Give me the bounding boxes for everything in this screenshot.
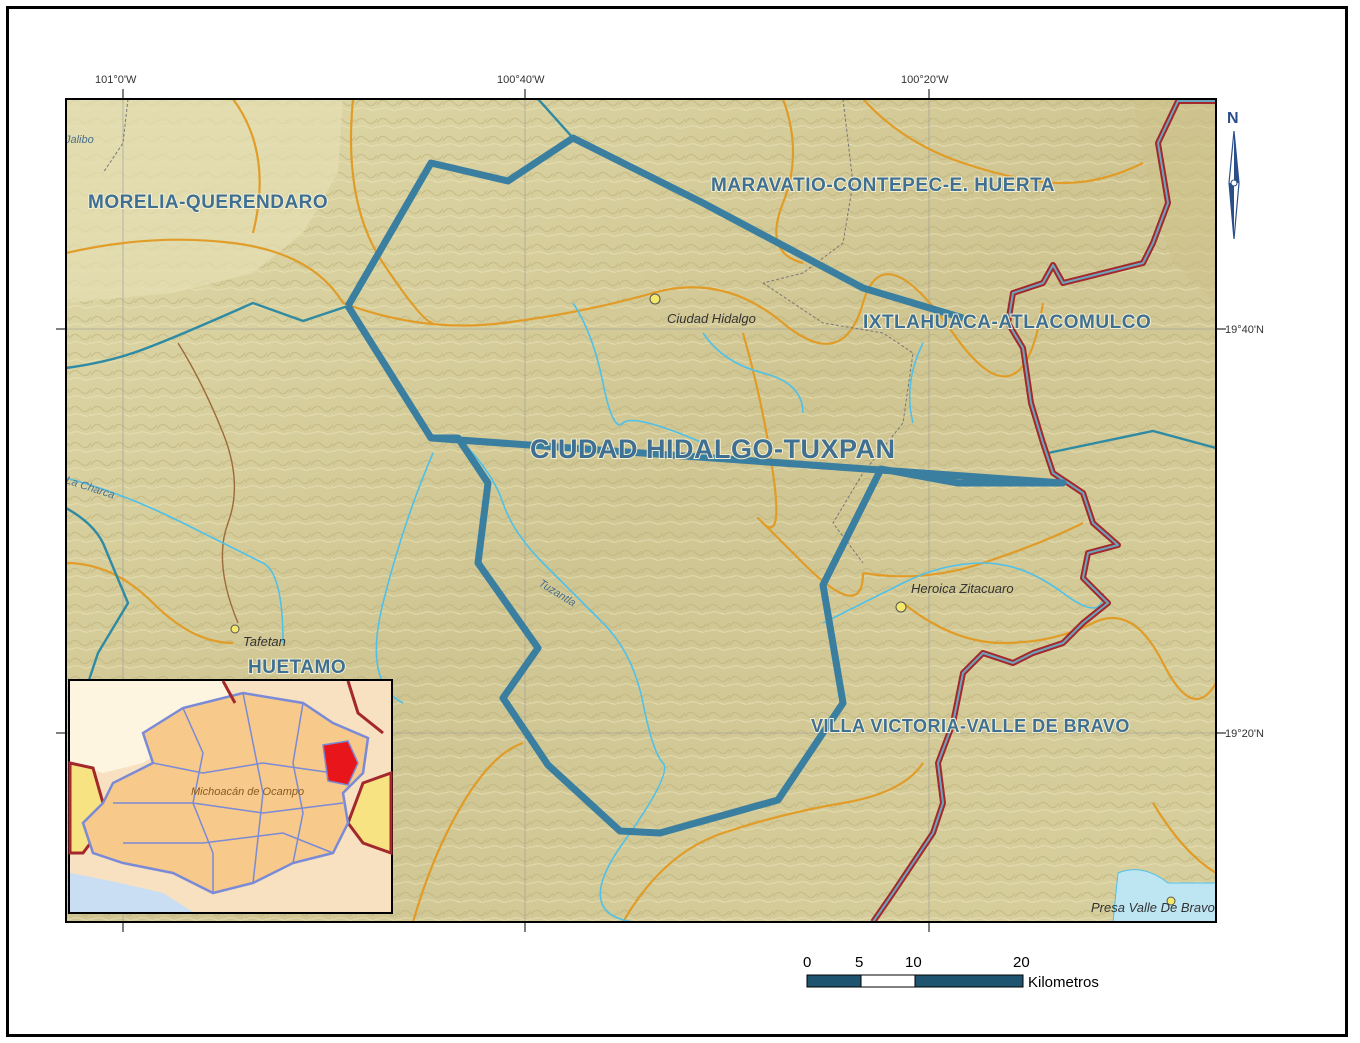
lon-label-100-40: 100°40'W: [497, 74, 545, 86]
tafetan-dot: [230, 624, 240, 634]
adjacent-watershed-boundaries: [66, 99, 1216, 684]
region-ciudad-hidalgo-tuxpan: CIUDAD HIDALGO-TUXPAN: [530, 434, 895, 464]
place-presa-valle-de-bravo: Presa Valle De Bravo: [1091, 900, 1215, 915]
roads: [66, 99, 1216, 922]
place-heroica-zitacuaro: Heroica Zitacuaro: [911, 581, 1014, 596]
coordinate-labels: 101°0'W 100°40'W 100°20'W 19°40'N 19°20'…: [95, 74, 1264, 740]
map-border: [65, 98, 1217, 923]
north-arrow: N: [1227, 110, 1240, 240]
inset-map: Michoacán de Ocampo: [68, 679, 393, 914]
map-body: MORELIA-QUERENDARO MARAVATIO-CONTEPEC-E.…: [64, 99, 1216, 922]
map-frame: 101°0'W 100°40'W 100°20'W 19°40'N 19°20'…: [6, 6, 1348, 1037]
river-jalibo: Jalibo: [64, 134, 94, 146]
scale-tick-0: 0: [803, 954, 811, 971]
ciudad-hidalgo-tuxpan-boundary: [344, 134, 1067, 837]
lat-label-19-20: 19°20'N: [1225, 728, 1264, 740]
region-ixtlahuaca: IXTLAHUACA-ATLACOMULCO: [863, 312, 1151, 333]
region-huetamo: HUETAMO: [248, 657, 346, 678]
inset-state-label: Michoacán de Ocampo: [191, 786, 304, 798]
lat-label-19-40: 19°40'N: [1225, 324, 1264, 336]
ciudad-hidalgo-dot: [649, 293, 661, 305]
presa-dot: [1166, 896, 1176, 906]
presa-valle-de-bravo-lake: [1112, 869, 1216, 922]
scale-unit: Kilometros: [1028, 974, 1099, 991]
graticule-lines: [66, 99, 1216, 922]
heroica-zitacuaro-dot: [895, 601, 907, 613]
railway: [102, 99, 914, 564]
scale-tick-5: 5: [855, 954, 863, 971]
map-canvas: 101°0'W 100°40'W 100°20'W 19°40'N 19°20'…: [56, 74, 1264, 991]
scale-tick-20: 20: [1013, 954, 1030, 971]
graticule-ticks: [56, 89, 1226, 932]
lon-label-100-20: 100°20'W: [901, 74, 949, 86]
region-villa-victoria: VILLA VICTORIA-VALLE DE BRAVO: [811, 716, 1130, 736]
inset-highlight-region: [322, 740, 359, 786]
place-tafetan: Tafetan: [243, 634, 286, 649]
settlements: [230, 293, 1176, 906]
lon-label-101: 101°0'W: [95, 74, 137, 86]
scale-bar: 0 5 10 20 Kilometros: [803, 954, 1099, 991]
state-boundary-inner: [872, 100, 1216, 922]
north-label: N: [1227, 110, 1239, 127]
place-ciudad-hidalgo: Ciudad Hidalgo: [667, 311, 756, 326]
region-maravatio: MARAVATIO-CONTEPEC-E. HUERTA: [711, 175, 1055, 196]
region-morelia-querendaro: MORELIA-QUERENDARO: [88, 192, 328, 213]
minor-road: [177, 342, 239, 624]
scale-tick-10: 10: [905, 954, 922, 971]
rivers: [66, 302, 1104, 922]
ciudad-hidalgo-tuxpan-boundary-west: [345, 304, 434, 440]
